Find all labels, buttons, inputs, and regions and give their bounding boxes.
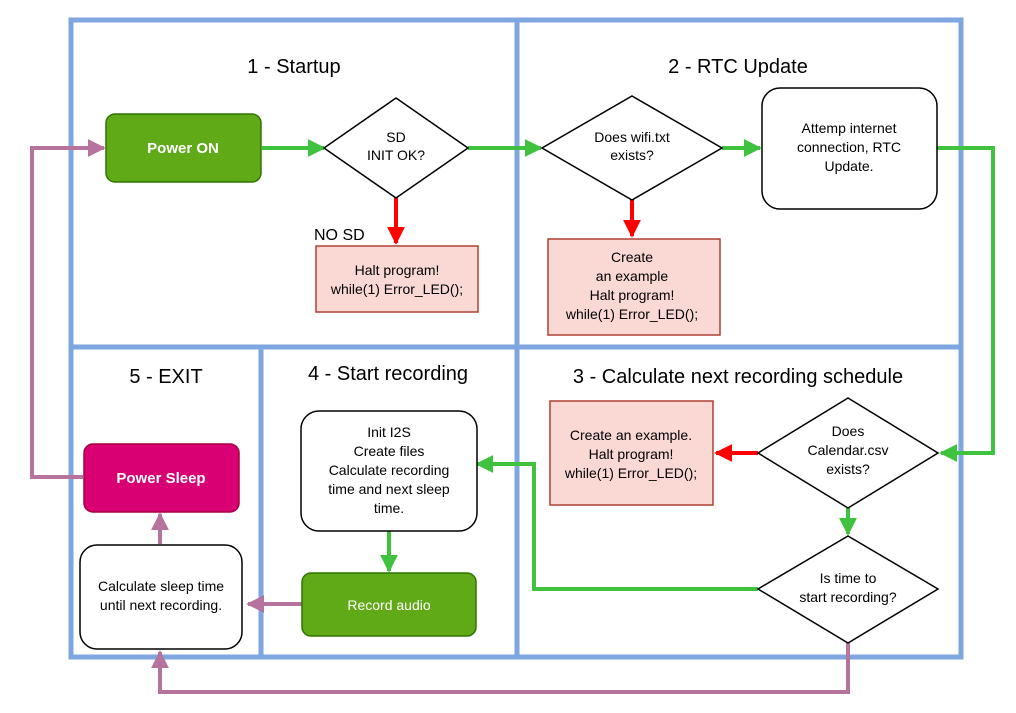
record-audio-node: Record audio xyxy=(301,572,477,637)
section-calc-frame xyxy=(514,344,964,660)
section-title-record: 4 - Start recording xyxy=(308,363,468,385)
create-calendar-example-box: Create an example. Halt program! while(1… xyxy=(549,400,714,506)
calc-sleep-line-1: Calculate sleep time xyxy=(98,578,224,594)
calendar-check-line-1: Does xyxy=(832,423,865,439)
create-calendar-line-1: Create an example. xyxy=(570,427,692,443)
create-wifi-line-1: Create xyxy=(611,249,653,265)
arrow-powersleep-to-poweron xyxy=(30,139,106,479)
wifi-check-line-1: Does wifi.txt xyxy=(594,129,670,145)
create-wifi-line-4: while(1) Error_LED(); xyxy=(565,306,698,322)
internet-rtc-line-1: Attemp internet xyxy=(802,120,897,136)
init-i2s-line-4: time and next sleep xyxy=(328,481,450,497)
init-i2s-box: Init I2S Create files Calculate recordin… xyxy=(300,410,478,532)
calc-sleep-line-2: until next recording. xyxy=(100,597,222,613)
internet-rtc-line-3: Update. xyxy=(824,158,873,174)
time-check-decision: Is time to start recording? xyxy=(756,535,940,644)
create-wifi-line-3: Halt program! xyxy=(590,287,675,303)
no-sd-label: NO SD xyxy=(314,227,365,244)
sd-init-line-1: SD xyxy=(386,129,405,145)
section-title-startup: 1 - Startup xyxy=(247,56,340,78)
halt-sd-line-1: Halt program! xyxy=(355,262,440,278)
section-title-calc: 3 - Calculate next recording schedule xyxy=(573,366,903,388)
power-on-label: Power ON xyxy=(147,140,219,157)
arrow-time-to-init xyxy=(475,455,758,591)
arrow-internet-to-calendar xyxy=(937,146,995,462)
halt-sd-box: Halt program! while(1) Error_LED(); xyxy=(315,245,479,313)
calendar-check-line-3: exists? xyxy=(826,461,870,477)
sd-init-decision: SD INIT OK? xyxy=(322,97,470,199)
calendar-check-decision: Does Calendar.csv exists? xyxy=(756,397,940,509)
power-sleep-label: Power Sleep xyxy=(116,470,205,487)
time-check-line-2: start recording? xyxy=(799,589,896,605)
section-title-exit: 5 - EXIT xyxy=(129,366,202,388)
internet-rtc-line-2: connection, RTC xyxy=(797,139,901,155)
halt-sd-line-2: while(1) Error_LED(); xyxy=(330,281,463,297)
wifi-check-line-2: exists? xyxy=(610,147,654,163)
create-calendar-line-3: while(1) Error_LED(); xyxy=(564,465,697,481)
calendar-check-line-2: Calendar.csv xyxy=(808,442,889,458)
power-sleep-node: Power Sleep xyxy=(83,443,240,513)
wifi-check-decision: Does wifi.txt exists? xyxy=(540,95,724,201)
arrow-time-to-calcsleep xyxy=(151,643,850,694)
create-calendar-line-2: Halt program! xyxy=(589,446,674,462)
sd-init-line-2: INIT OK? xyxy=(367,147,425,163)
power-on-node: Power ON xyxy=(105,113,262,183)
internet-rtc-box: Attemp internet connection, RTC Update. xyxy=(761,87,938,210)
record-audio-label: Record audio xyxy=(347,597,430,613)
create-wifi-example-box: Create an example Halt program! while(1)… xyxy=(547,238,721,336)
init-i2s-line-2: Create files xyxy=(354,443,425,459)
calc-sleep-box: Calculate sleep time until next recordin… xyxy=(79,544,243,650)
section-title-rtc: 2 - RTC Update xyxy=(668,56,808,78)
init-i2s-line-1: Init I2S xyxy=(367,424,411,440)
init-i2s-line-3: Calculate recording xyxy=(329,462,450,478)
init-i2s-line-5: time. xyxy=(374,500,404,516)
create-wifi-line-2: an example xyxy=(596,268,669,284)
time-check-line-1: Is time to xyxy=(820,570,877,586)
